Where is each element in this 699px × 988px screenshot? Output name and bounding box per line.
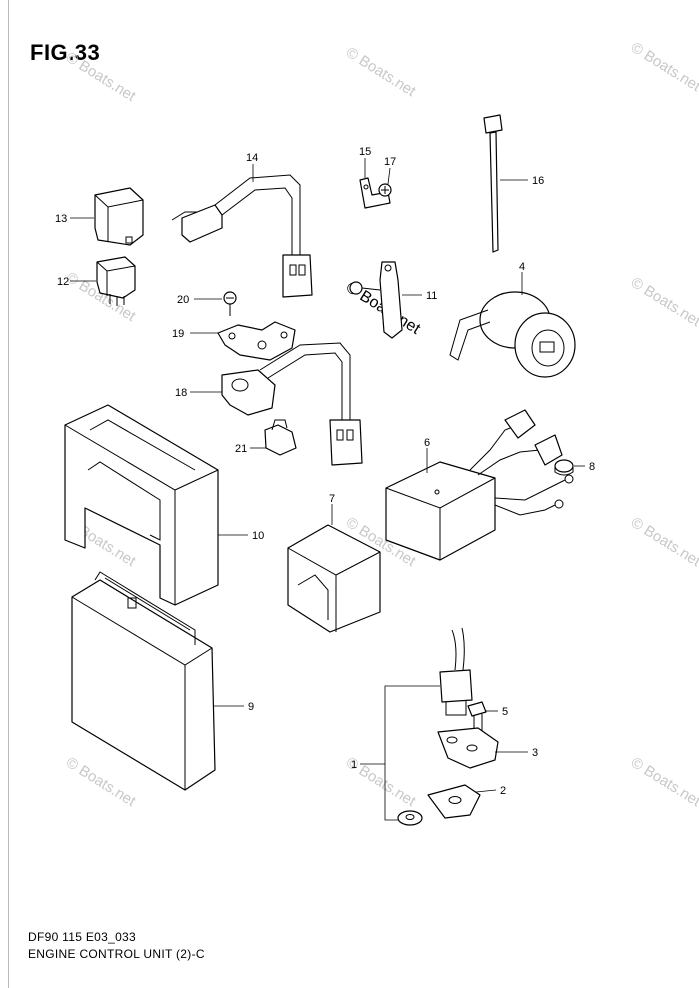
watermark: © Boats.net [628,39,699,96]
callout-15: 15 [359,146,371,158]
callout-1: 1 [351,759,357,771]
watermark: © Boats.net [343,44,419,101]
callout-17: 17 [384,156,396,168]
figure-title: FIG.33 [30,40,101,65]
callout-2: 2 [500,785,506,797]
callout-20: 20 [177,294,189,306]
callout-5: 5 [502,706,508,718]
callout-7: 7 [329,493,335,505]
callout-11: 11 [426,290,437,302]
watermark: © Boats.net [63,49,139,106]
callout-4: 4 [519,261,525,273]
part-20-screw[interactable] [223,291,237,316]
callout-14: 14 [246,152,258,164]
callout-19: 19 [172,328,184,340]
callout-labels: 1 2 3 4 5 6 7 8 9 10 11 12 13 14 15 16 1… [55,146,595,797]
figure-code: DF90 115 E03_033 [28,930,136,944]
callout-21: 21 [235,443,247,455]
part-13-relay[interactable] [94,187,144,246]
callout-18: 18 [175,387,187,399]
callout-13: 13 [55,213,67,225]
callout-9: 9 [248,701,254,713]
leader-lines [70,158,585,821]
part-6-module[interactable] [385,409,574,561]
part-21-clip[interactable] [264,419,297,456]
part-1-sensor-assembly[interactable] [397,627,473,826]
watermark: © Boats.net [628,514,699,571]
part-17-screw[interactable] [378,183,392,197]
part-16-cable-tie[interactable] [483,114,503,253]
part-7-relay-box[interactable] [287,524,381,633]
callout-10: 10 [252,530,264,542]
callout-16: 16 [532,175,544,187]
part-19-bracket-plate[interactable] [217,321,296,361]
part-9-ecu[interactable] [71,571,216,791]
part-8-grommet[interactable] [554,459,574,476]
watermark: © Boats.net [63,754,139,811]
watermark: © Boats.net [628,274,699,331]
callout-12: 12 [57,276,69,288]
part-10-ecu-cover[interactable] [64,404,219,606]
part-11-clamp[interactable] [349,261,403,339]
callout-8: 8 [589,461,595,473]
part-18-position-sensor[interactable] [221,342,363,466]
part-3-bracket[interactable] [437,727,499,769]
watermark: © Boats.net [628,754,699,811]
callout-3: 3 [532,747,538,759]
part-12-relay[interactable] [96,256,136,306]
callout-6: 6 [424,437,430,449]
part-4-sensor[interactable] [449,291,576,378]
part-2-mount[interactable] [427,784,481,819]
figure-name: ENGINE CONTROL UNIT (2)-C [28,947,205,961]
part-14-switch-harness[interactable] [171,174,313,298]
